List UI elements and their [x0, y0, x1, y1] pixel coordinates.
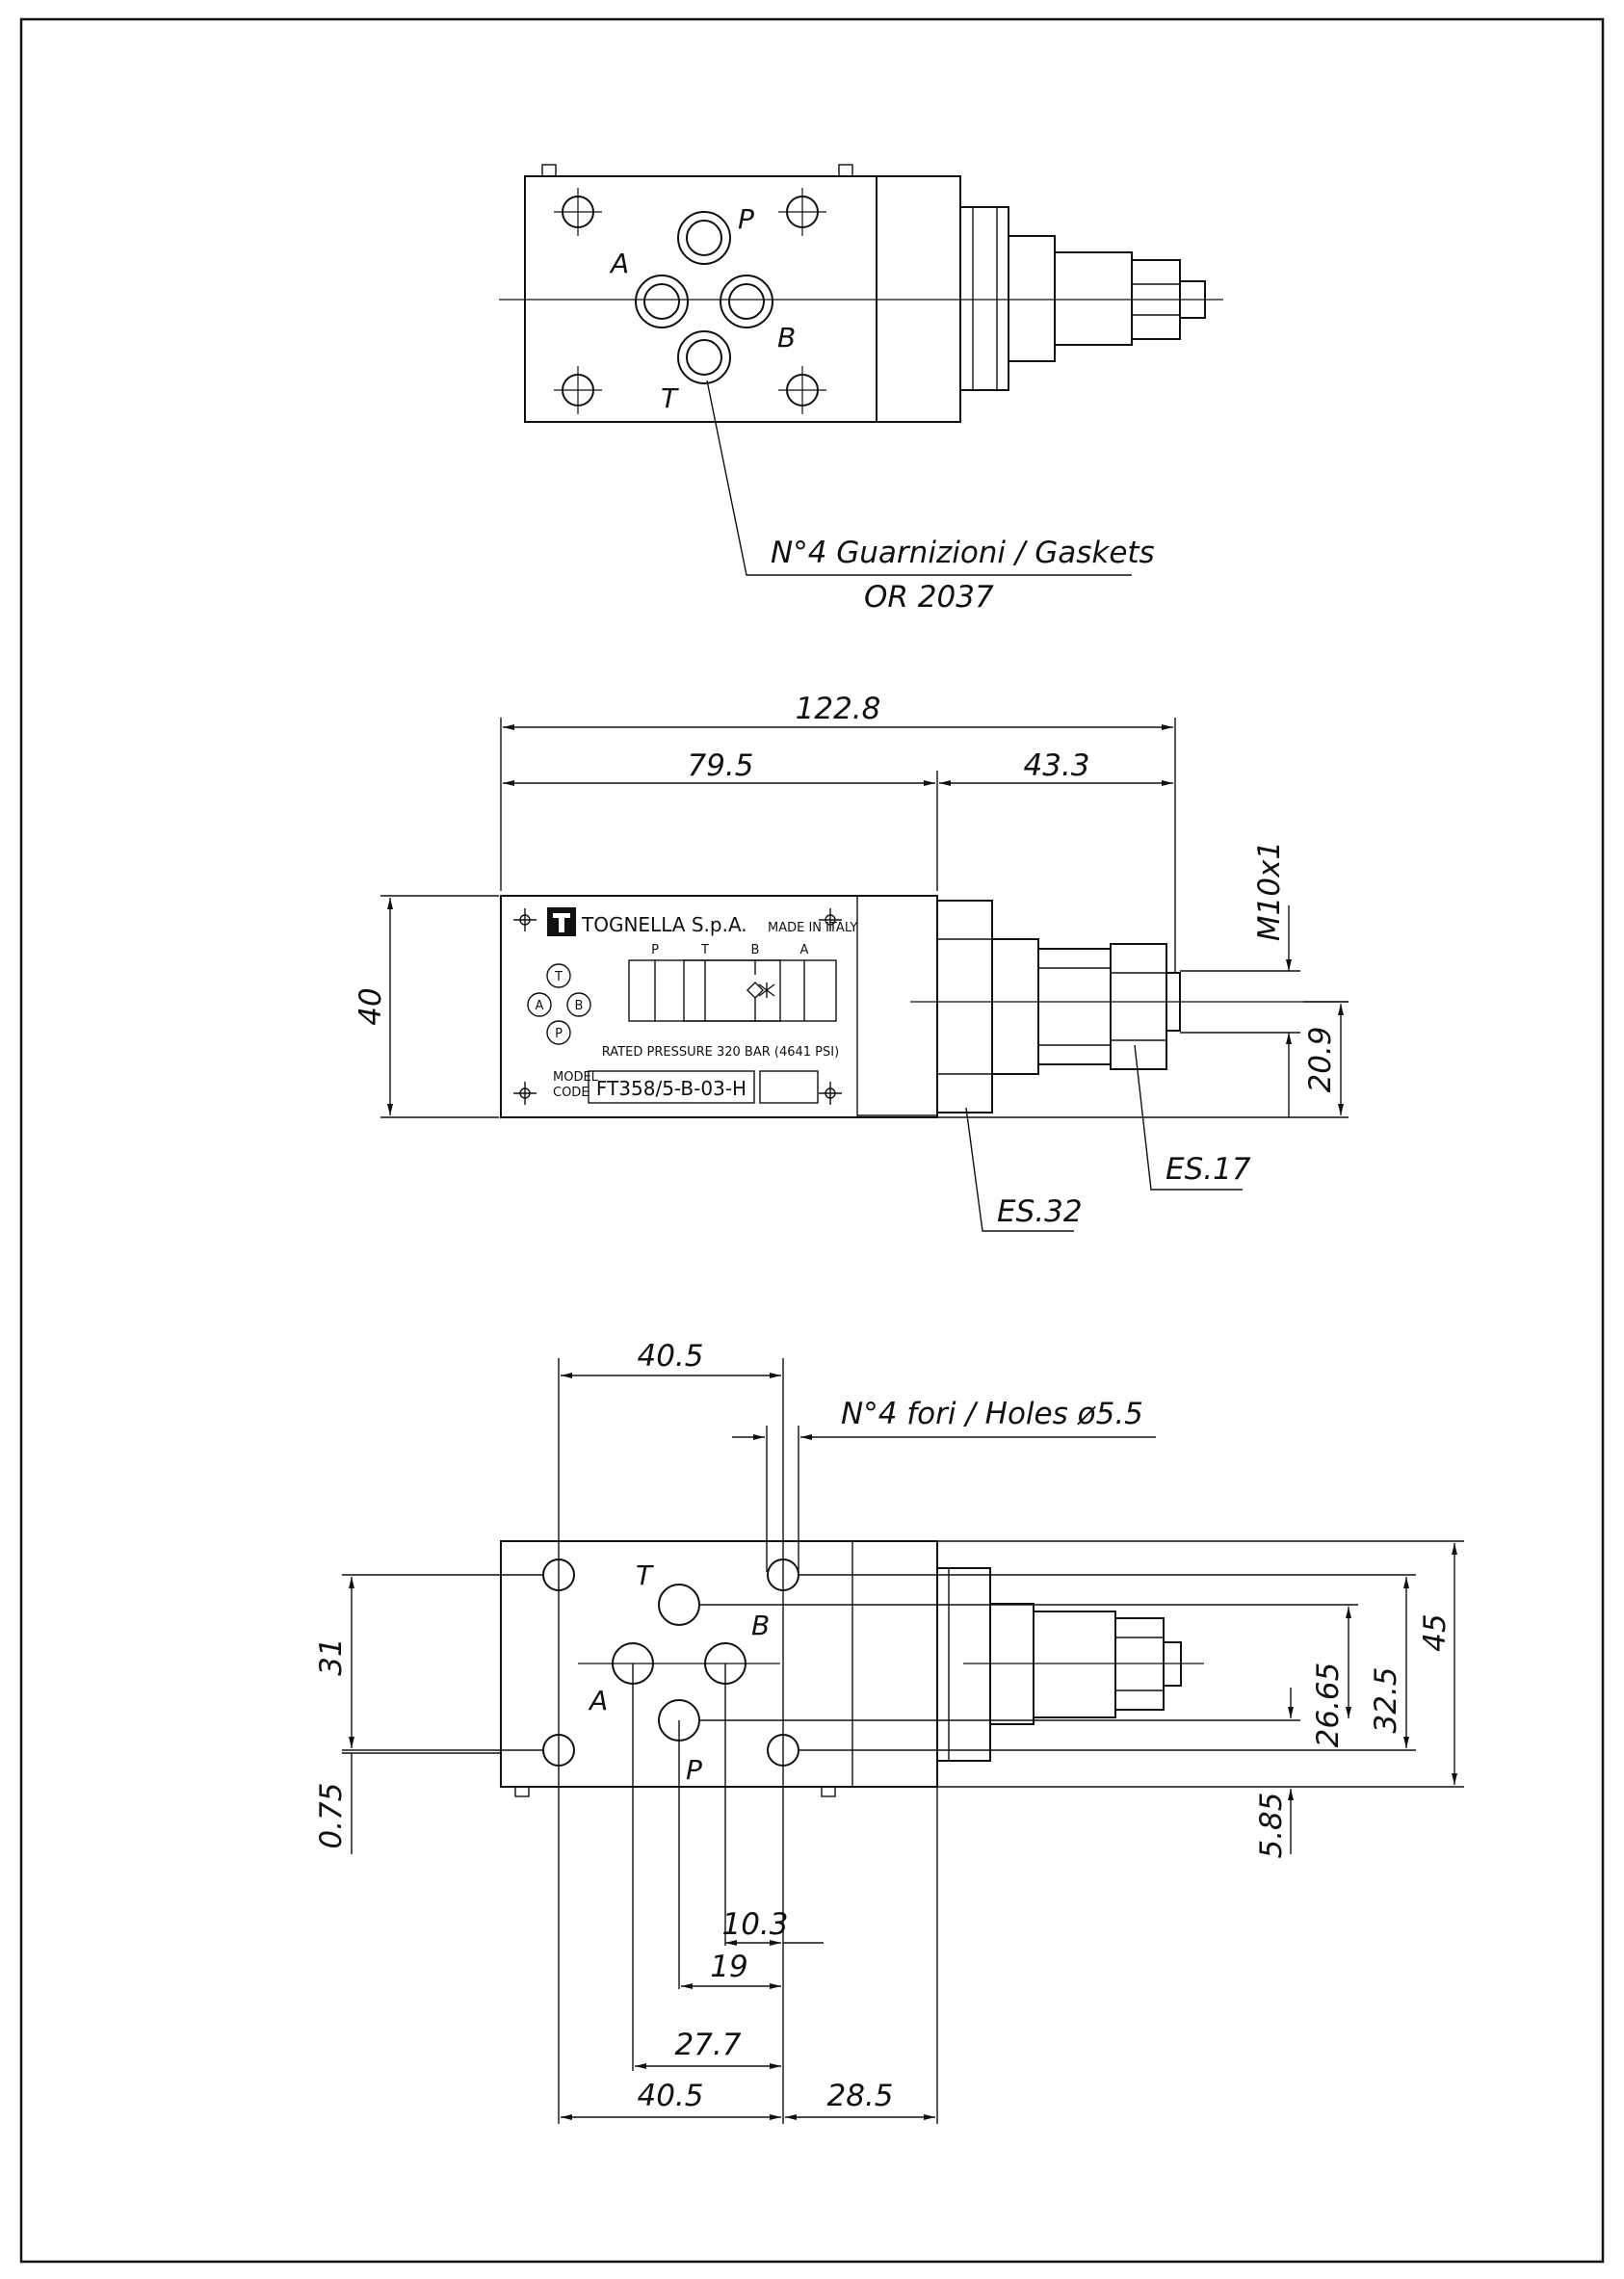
plate-port-circles [527, 963, 591, 1045]
top-fixing-holes [554, 188, 826, 414]
bottom-ports [578, 1584, 780, 1742]
hydraulic-symbol [628, 959, 837, 1022]
top-ports [635, 211, 773, 384]
dim-10-3: 10.3 [721, 1907, 788, 1942]
plate-circle-b: B [575, 999, 584, 1013]
dim-left-31: 31 [314, 1637, 349, 1675]
dim-top-hole-spacing: 40.5 [637, 1339, 703, 1374]
bottom-view: 40.5 N°4 fori / Holes ø5.5 T B A P [314, 1339, 1464, 2124]
top-port-label-p: P [738, 203, 754, 235]
callout-es32: ES.32 [997, 1194, 1083, 1229]
sheet-border [19, 17, 1605, 2264]
plate-brand: TOGNELLA S.p.A. [581, 913, 747, 936]
top-port-label-a: A [609, 248, 629, 279]
dim-19: 19 [710, 1950, 747, 1984]
plate-code-label: CODE [553, 1086, 589, 1100]
bottom-port-label-p: P [686, 1754, 702, 1786]
top-adjuster [959, 206, 1206, 391]
dim-right-325: 32.5 [1369, 1666, 1403, 1733]
dim-body-length: 79.5 [687, 748, 753, 783]
plate-port-b: B [751, 943, 760, 957]
plate-origin: MADE IN ITALY [768, 921, 857, 935]
dim-height: 40 [354, 987, 388, 1025]
bottom-port-label-t: T [636, 1559, 654, 1591]
dim-27-7: 27.7 [674, 2028, 741, 2062]
plate-screws [513, 908, 842, 1105]
plate-circle-p: P [555, 1027, 563, 1041]
dim-right-585: 5.85 [1254, 1792, 1289, 1858]
callout-es17: ES.17 [1166, 1152, 1251, 1187]
side-adjuster [936, 900, 1181, 1113]
dim-28-5: 28.5 [826, 2079, 893, 2113]
bottom-port-label-a: A [588, 1685, 608, 1716]
gasket-note-line2: OR 2037 [864, 580, 994, 615]
dim-overall-length: 122.8 [796, 692, 881, 726]
dim-adjuster-length: 43.3 [1023, 748, 1089, 783]
plate-rated-pressure: RATED PRESSURE 320 BAR (4641 PSI) [602, 1045, 839, 1060]
dim-right-45: 45 [1418, 1613, 1453, 1651]
plate-port-t: T [700, 943, 709, 957]
side-view: 122.8 79.5 43.3 40 TOGNELLA S.p.A. MADE … [354, 692, 1349, 1232]
dim-axis-height: 20.9 [1303, 1026, 1338, 1092]
dim-right-2665: 26.65 [1311, 1663, 1346, 1748]
hole-note: N°4 fori / Holes ø5.5 [841, 1397, 1143, 1431]
plate-port-a: A [800, 943, 809, 957]
plate-model-code: FT358/5-B-03-H [596, 1077, 747, 1100]
top-port-label-b: B [777, 322, 796, 354]
gasket-leader [706, 380, 1132, 576]
bottom-adjuster [936, 1567, 1204, 1762]
es32-leader [965, 1107, 1074, 1232]
top-view: P A B T N°4 Guarnizioni / Gaskets OR 203… [499, 164, 1223, 615]
es17-leader [1134, 1044, 1243, 1191]
brand-logo [547, 907, 576, 936]
plate-port-p: P [651, 943, 659, 957]
plate-circle-a: A [536, 999, 544, 1013]
dim-thread: M10x1 [1252, 841, 1287, 941]
plate-model-label: MODEL [553, 1070, 599, 1085]
plate-circle-t: T [554, 970, 563, 984]
top-port-label-t: T [661, 382, 679, 414]
dim-left-075: 0.75 [314, 1782, 349, 1848]
dim-40-5: 40.5 [637, 2079, 703, 2113]
bottom-port-label-b: B [751, 1610, 770, 1641]
bottom-fixing-holes [542, 1559, 799, 1767]
gasket-note-line1: N°4 Guarnizioni / Gaskets [771, 536, 1155, 570]
